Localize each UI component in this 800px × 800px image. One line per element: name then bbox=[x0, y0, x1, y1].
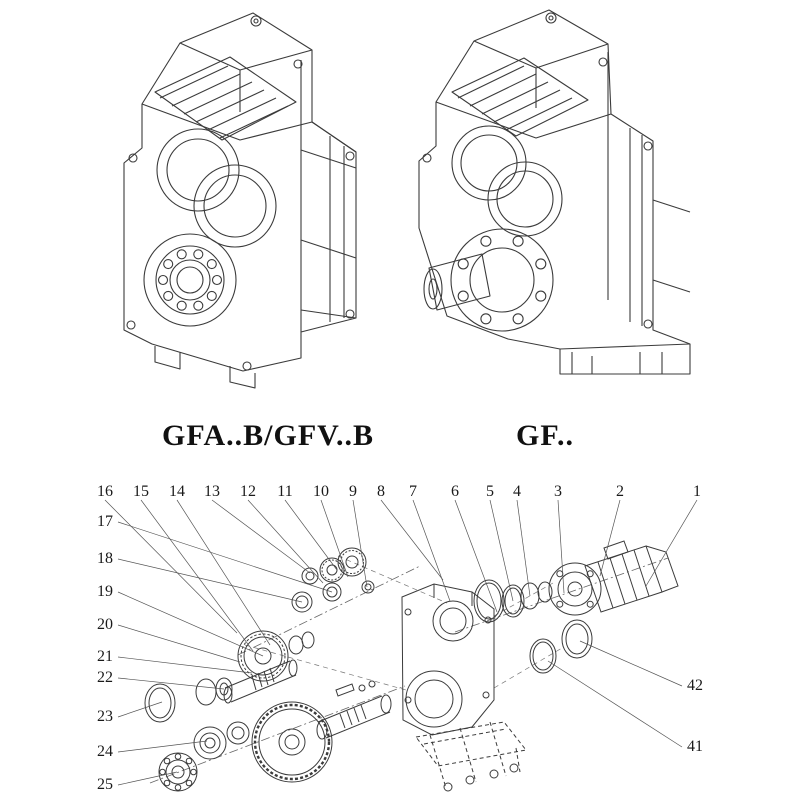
callout-number: 17 bbox=[97, 513, 113, 530]
callout-number: 1 bbox=[693, 483, 701, 500]
callout-number: 8 bbox=[377, 483, 385, 500]
callout-number: 6 bbox=[451, 483, 459, 500]
callout-number: 4 bbox=[513, 483, 521, 500]
callout-number: 16 bbox=[97, 483, 113, 500]
callout-number: 11 bbox=[277, 483, 293, 500]
drawing-gf bbox=[418, 9, 691, 375]
callout-number: 10 bbox=[313, 483, 329, 500]
leader-lines bbox=[104, 499, 698, 786]
callout-number: 19 bbox=[97, 583, 113, 600]
exploded-view bbox=[104, 499, 698, 792]
callout-number: 20 bbox=[97, 616, 113, 633]
callout-number: 5 bbox=[486, 483, 494, 500]
callout-number: 18 bbox=[97, 550, 113, 567]
callout-number: 9 bbox=[349, 483, 357, 500]
callout-number: 21 bbox=[97, 648, 113, 665]
base-plate bbox=[415, 721, 527, 789]
model-label-right: GF.. bbox=[516, 419, 574, 452]
callout-number: 7 bbox=[409, 483, 417, 500]
callout-number: 13 bbox=[204, 483, 220, 500]
callout-number: 42 bbox=[687, 677, 703, 694]
motor bbox=[548, 540, 679, 616]
callout-number: 41 bbox=[687, 738, 703, 755]
callout-number: 3 bbox=[554, 483, 562, 500]
callout-number: 22 bbox=[97, 669, 113, 686]
callout-number: 2 bbox=[616, 483, 624, 500]
construction-lines bbox=[244, 555, 563, 691]
callout-number: 23 bbox=[97, 708, 113, 725]
callout-number: 24 bbox=[97, 743, 113, 760]
callout-number: 12 bbox=[240, 483, 256, 500]
callout-number: 25 bbox=[97, 776, 113, 793]
model-label-left: GFA..B/GFV..B bbox=[162, 419, 374, 452]
center-axes bbox=[149, 557, 669, 784]
callout-number: 14 bbox=[169, 483, 185, 500]
callout-number: 15 bbox=[133, 483, 149, 500]
drawing-gfab-gfv bbox=[123, 12, 357, 389]
